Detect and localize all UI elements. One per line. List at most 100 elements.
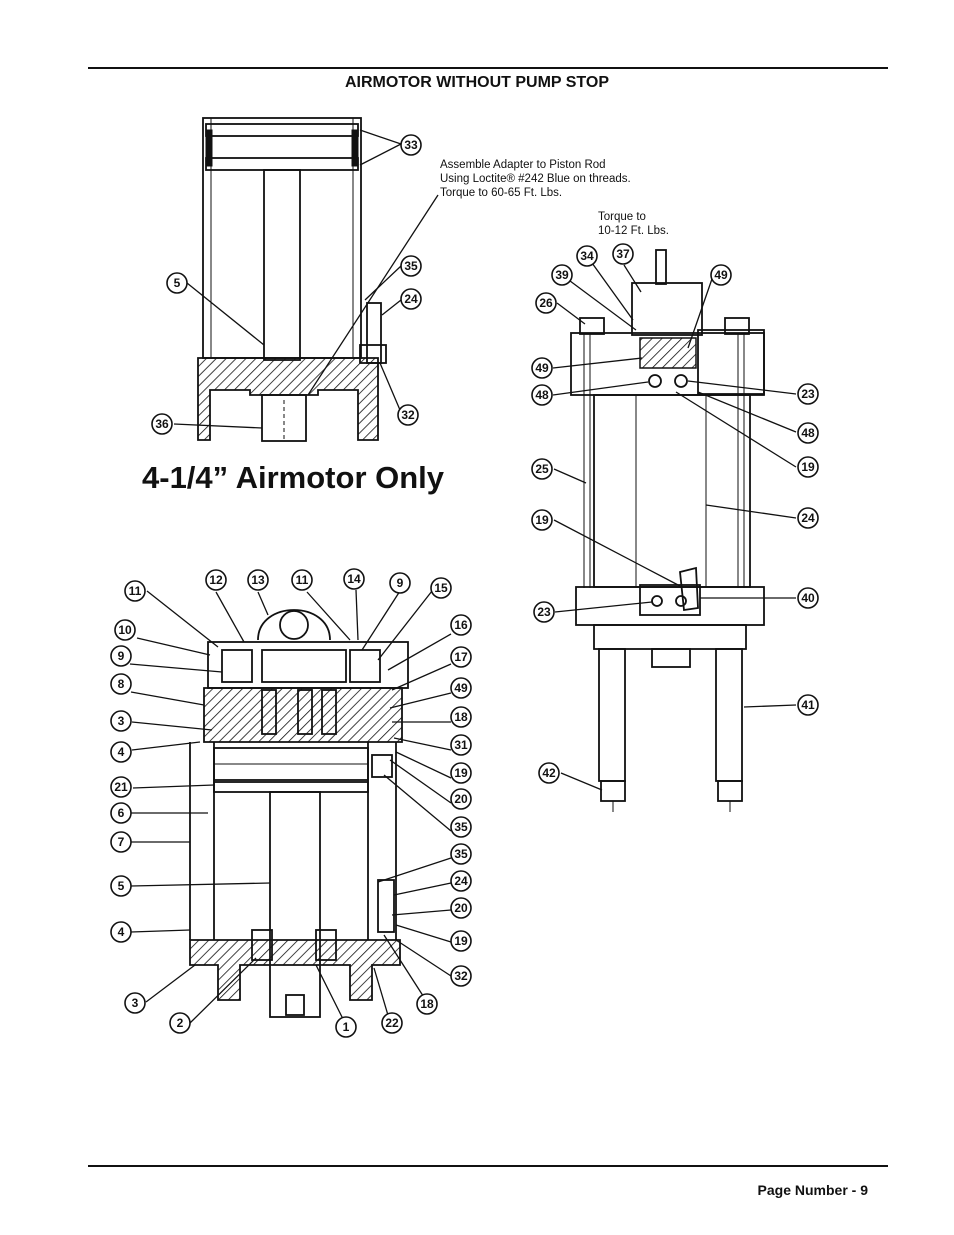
callout-3-upper: 3 <box>110 710 132 732</box>
svg-text:23: 23 <box>537 605 551 619</box>
svg-text:7: 7 <box>118 835 125 849</box>
svg-text:33: 33 <box>404 138 418 152</box>
callout-24: 24 <box>400 288 422 310</box>
svg-text:16: 16 <box>454 618 468 632</box>
svg-text:20: 20 <box>454 792 468 806</box>
svg-text:35: 35 <box>454 820 468 834</box>
svg-text:14: 14 <box>347 572 361 586</box>
callout-20-upper: 20 <box>450 788 472 810</box>
svg-text:34: 34 <box>580 249 594 263</box>
callout-5: 5 <box>166 272 188 294</box>
svg-text:18: 18 <box>454 710 468 724</box>
callout-17: 17 <box>450 646 472 668</box>
callout-1: 1 <box>335 1016 357 1038</box>
callouts-right: 34 37 39 26 49 49 48 23 48 19 25 24 19 2… <box>531 243 819 784</box>
callout-41: 41 <box>797 694 819 716</box>
callout-32: 32 <box>397 404 419 426</box>
callout-24: 24 <box>450 870 472 892</box>
callout-16: 16 <box>450 614 472 636</box>
callout-13: 13 <box>247 569 269 591</box>
svg-text:9: 9 <box>397 576 404 590</box>
callout-19-upper: 19 <box>797 456 819 478</box>
svg-text:32: 32 <box>454 969 468 983</box>
svg-text:3: 3 <box>118 714 125 728</box>
callout-12: 12 <box>205 569 227 591</box>
callout-8: 8 <box>110 673 132 695</box>
callout-4-lower: 4 <box>110 921 132 943</box>
top-rule <box>88 67 888 69</box>
svg-text:22: 22 <box>385 1016 399 1030</box>
top-section-drawing <box>197 117 387 442</box>
callout-34: 34 <box>576 245 598 267</box>
svg-text:35: 35 <box>454 847 468 861</box>
svg-text:41: 41 <box>801 698 815 712</box>
svg-text:6: 6 <box>118 806 125 820</box>
callout-10: 10 <box>114 619 136 641</box>
svg-text:42: 42 <box>542 766 556 780</box>
svg-text:37: 37 <box>616 247 630 261</box>
svg-text:23: 23 <box>801 387 815 401</box>
callout-14: 14 <box>343 568 365 590</box>
svg-text:48: 48 <box>801 426 815 440</box>
svg-text:18: 18 <box>420 997 434 1011</box>
callout-35-upper: 35 <box>450 816 472 838</box>
svg-text:49: 49 <box>454 681 468 695</box>
callout-4-upper: 4 <box>110 741 132 763</box>
callout-2: 2 <box>169 1012 191 1034</box>
callouts-top: 33 35 24 5 32 36 <box>151 134 422 435</box>
svg-text:32: 32 <box>401 408 415 422</box>
svg-text:39: 39 <box>555 268 569 282</box>
svg-text:11: 11 <box>296 573 309 587</box>
adapter-note-line-1: Assemble Adapter to Piston Rod <box>440 159 606 171</box>
svg-text:3: 3 <box>132 996 139 1010</box>
valve-torque-note: Torque to 10-12 Ft. Lbs. <box>598 210 669 238</box>
svg-text:8: 8 <box>118 677 125 691</box>
callout-36: 36 <box>151 413 173 435</box>
valve-note-line-2: 10-12 Ft. Lbs. <box>598 225 669 237</box>
svg-text:4: 4 <box>118 925 125 939</box>
svg-text:24: 24 <box>404 292 418 306</box>
svg-text:35: 35 <box>404 259 418 273</box>
callout-35-lower: 35 <box>450 843 472 865</box>
bottom-section-drawing <box>189 609 409 1018</box>
svg-text:19: 19 <box>535 513 549 527</box>
callout-18-lower: 18 <box>416 993 438 1015</box>
svg-text:19: 19 <box>454 934 468 948</box>
svg-text:24: 24 <box>454 874 468 888</box>
figure-subtitle: 4-1/4” Airmotor Only <box>142 460 445 495</box>
callout-49-left: 49 <box>531 357 553 379</box>
svg-text:40: 40 <box>801 591 815 605</box>
svg-text:2: 2 <box>177 1016 184 1030</box>
svg-text:9: 9 <box>118 649 125 663</box>
svg-text:48: 48 <box>535 388 549 402</box>
callout-15: 15 <box>430 577 452 599</box>
adapter-torque-note: Assemble Adapter to Piston Rod Using Loc… <box>440 158 631 200</box>
callout-24-right: 24 <box>797 507 819 529</box>
callout-35: 35 <box>400 255 422 277</box>
callout-37: 37 <box>612 243 634 265</box>
callout-39: 39 <box>551 264 573 286</box>
callout-48-left: 48 <box>531 384 553 406</box>
svg-text:17: 17 <box>454 650 468 664</box>
svg-text:5: 5 <box>174 276 181 290</box>
callout-6: 6 <box>110 802 132 824</box>
callout-11-right: 11 <box>291 569 313 591</box>
callout-40: 40 <box>797 587 819 609</box>
callout-18-upper: 18 <box>450 706 472 728</box>
page-title: AIRMOTOR WITHOUT PUMP STOP <box>344 74 609 91</box>
callout-48-right: 48 <box>797 422 819 444</box>
callout-23-upper: 23 <box>797 383 819 405</box>
callout-3-lower: 3 <box>124 992 146 1014</box>
callout-33: 33 <box>400 134 422 156</box>
svg-text:19: 19 <box>454 766 468 780</box>
callout-19-lower: 19 <box>450 930 472 952</box>
callout-5: 5 <box>110 875 132 897</box>
callout-19-upper: 19 <box>450 762 472 784</box>
callout-42: 42 <box>538 762 560 784</box>
page-number: Page Number - 9 <box>757 1182 868 1198</box>
svg-text:49: 49 <box>535 361 549 375</box>
callout-19-lower: 19 <box>531 509 553 531</box>
svg-text:31: 31 <box>454 738 468 752</box>
svg-text:25: 25 <box>535 462 549 476</box>
svg-text:1: 1 <box>343 1020 350 1034</box>
